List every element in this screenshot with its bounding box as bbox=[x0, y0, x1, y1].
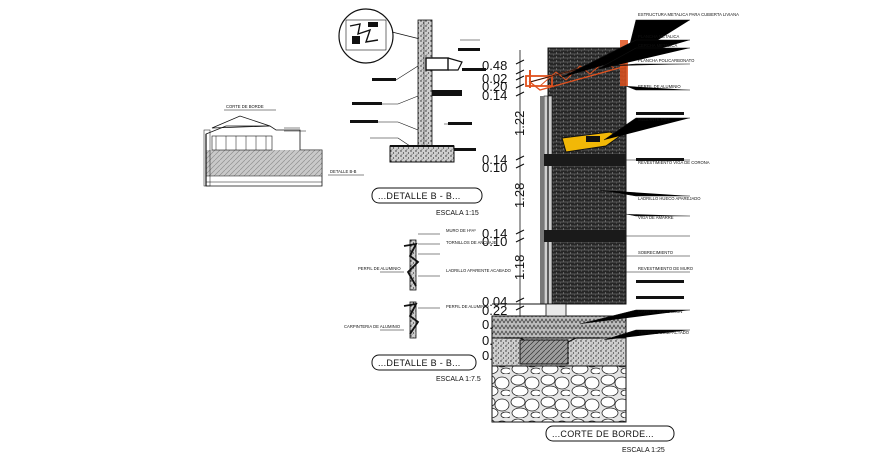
dim-0: 0.48 bbox=[482, 58, 507, 73]
note-right-8: VIGA DE AMARRE bbox=[638, 215, 674, 220]
detail-bb-section-1: ...DETALLE B - B... ESCALA 1:15 bbox=[338, 8, 486, 217]
dim-11: 0.04 bbox=[482, 294, 507, 309]
dim-8: 0.14 bbox=[482, 226, 507, 241]
dim-3: 0.14 bbox=[482, 88, 507, 103]
detail-bb-section-2: MURO DE HºAº TORNILLOS DE ANCLAJE LADRIL… bbox=[344, 228, 512, 383]
dim-15: 0. bbox=[482, 348, 493, 363]
dim-9: 0.10 bbox=[482, 234, 507, 249]
note-detail2-1: TORNILLOS DE ANCLAJE bbox=[446, 240, 497, 245]
corte-borde-scale: ESCALA 1:25 bbox=[622, 447, 665, 454]
note-detail2-4: CARPINTERIA DE ALUMINIO bbox=[344, 324, 401, 329]
dim-14: 0. bbox=[482, 333, 493, 348]
note-right-7: LADRILLO HUECO APAREJADO bbox=[638, 196, 701, 201]
dim-4: 1.22 bbox=[512, 111, 527, 136]
detail-bb-scale-2: ESCALA 1:7.5 bbox=[436, 376, 481, 383]
detail-bb-title-2: ...DETALLE B - B... bbox=[378, 358, 461, 368]
note-right-10: REVESTIMIENTO DE MURO bbox=[638, 266, 694, 271]
note-right-12: TERRENO COMPACTADO bbox=[638, 330, 690, 335]
note-detail2-5: PERFIL DE ALUMINIO bbox=[446, 304, 489, 309]
note-right-11: CAPA DE NIVELACION bbox=[638, 309, 682, 314]
note-detail2-2: LADRILLO APARENTE ACABADO bbox=[446, 268, 512, 273]
edge-section-main: 0.48 0.02 0.20 0.14 1.22 0.14 0.10 1.28 … bbox=[482, 12, 739, 454]
note-right-6: REVESTIMIENTO VIGA DE CORONA bbox=[638, 160, 710, 165]
right-annotations bbox=[559, 19, 690, 341]
note-right-5: MEDIANTE RIEL bbox=[638, 117, 671, 122]
thumb-title: CORTE DE BORDE bbox=[226, 104, 264, 109]
note-right-3: PLANCHA POLICARBONATO bbox=[638, 58, 695, 63]
note-detail2-3: PERFIL DE ALUMINIO bbox=[358, 266, 401, 271]
note-right-1: PLANCHA METALICA bbox=[638, 34, 680, 39]
dim-2: 0.20 bbox=[482, 79, 507, 94]
building-elevation-thumbnail: CORTE DE BORDE DETALLE B-B bbox=[203, 104, 364, 187]
thumb-detail-label: DETALLE B-B bbox=[330, 169, 357, 174]
dim-1: 0.02 bbox=[482, 71, 507, 86]
note-right-2: CERCHA METALICA bbox=[638, 43, 677, 48]
dim-7: 1.28 bbox=[512, 183, 527, 208]
note-right-0: ESTRUCTURA METALICA PARA CUBIERTA LIVIAN… bbox=[638, 12, 739, 17]
dimension-ticks bbox=[515, 59, 525, 321]
note-right-9: SOBRECIMIENTO bbox=[638, 250, 674, 255]
note-detail2-0: MURO DE HºAº bbox=[446, 228, 476, 233]
dim-10: 1.18 bbox=[512, 255, 527, 280]
dim-6: 0.10 bbox=[482, 160, 507, 175]
detail-bb-title-1: ...DETALLE B - B... bbox=[378, 191, 461, 201]
detail-bb-scale-1: ESCALA 1:15 bbox=[436, 210, 479, 217]
dim-5: 0.14 bbox=[482, 152, 507, 167]
dim-12: 0.22 bbox=[482, 303, 507, 318]
corte-borde-title: ...CORTE DE BORDE... bbox=[552, 429, 654, 439]
note-right-4: PERFIL DE ALUMINIO bbox=[638, 84, 681, 89]
